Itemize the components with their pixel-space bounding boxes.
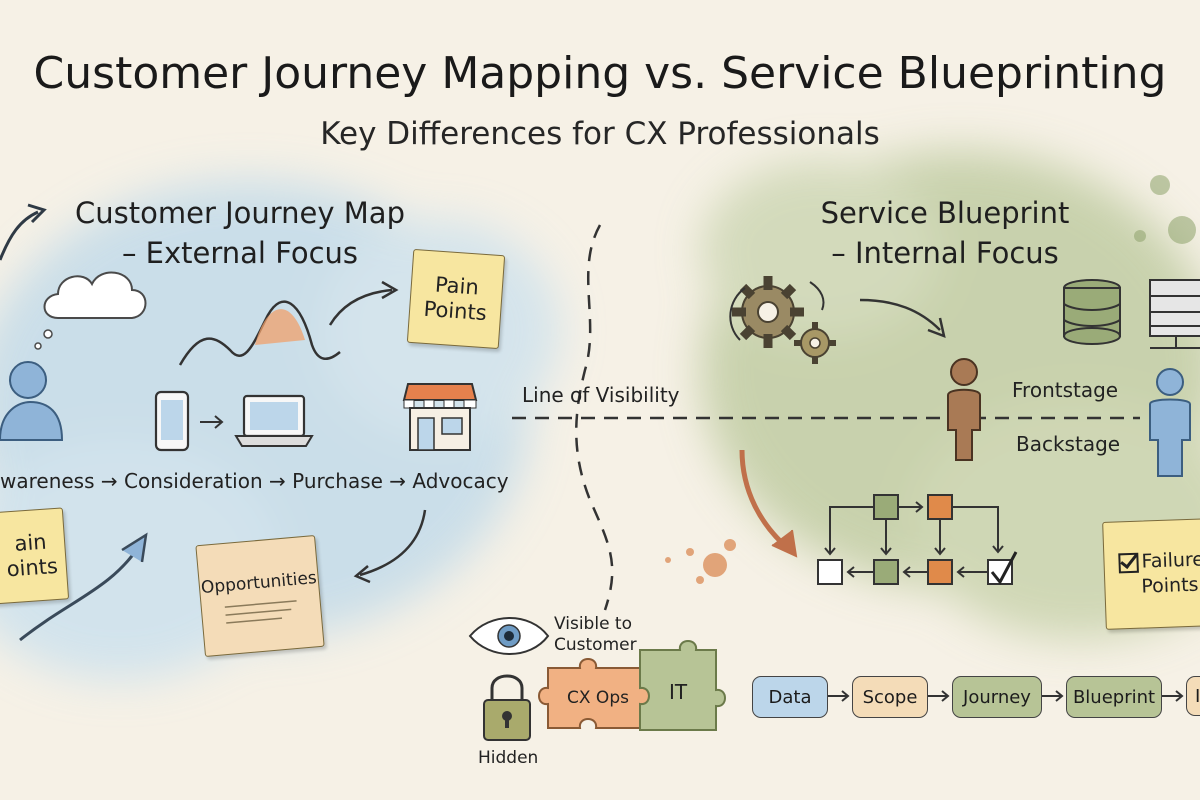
step-journey: Journey	[952, 676, 1042, 718]
failure-line2: Points	[1141, 573, 1199, 598]
checkbox-checked-icon	[1118, 549, 1139, 573]
journey-stages: wareness → Consideration → Purchase → Ad…	[0, 469, 509, 493]
note-lines-icon	[224, 599, 297, 624]
step-blueprint: Blueprint	[1066, 676, 1162, 718]
backstage-label: Backstage	[1016, 432, 1121, 456]
step-scope: Scope	[852, 676, 928, 718]
gear-icon	[732, 276, 836, 364]
blueprint-heading: Service Blueprint	[820, 196, 1070, 230]
puzzle-it-label: IT	[668, 680, 688, 704]
step-data: Data	[752, 676, 828, 718]
opportunities-note: Opportunities	[195, 534, 325, 658]
hidden-label: Hidden	[478, 748, 539, 768]
frontstage-label: Frontstage	[1012, 378, 1119, 402]
visible-line1: Visible to	[554, 614, 633, 634]
step-it-partial: I	[1186, 676, 1200, 716]
visible-line2: Customer	[554, 635, 637, 655]
failure-points-note: Failure Points	[1102, 518, 1200, 630]
blueprint-subheading: – Internal Focus	[831, 236, 1059, 270]
page-subtitle: Key Differences for CX Professionals	[320, 116, 880, 152]
failure-line1: Failure	[1141, 548, 1200, 573]
journey-map-subheading: – External Focus	[121, 236, 359, 270]
page-title: Customer Journey Mapping vs. Service Blu…	[33, 48, 1167, 99]
puzzle-cx-ops-label: CX Ops	[567, 688, 629, 708]
line-of-visibility-label: Line of Visibility	[522, 383, 680, 407]
visible-to-customer-label: Visible to Customer	[554, 614, 637, 656]
journey-map-heading: Customer Journey Map	[75, 196, 405, 230]
